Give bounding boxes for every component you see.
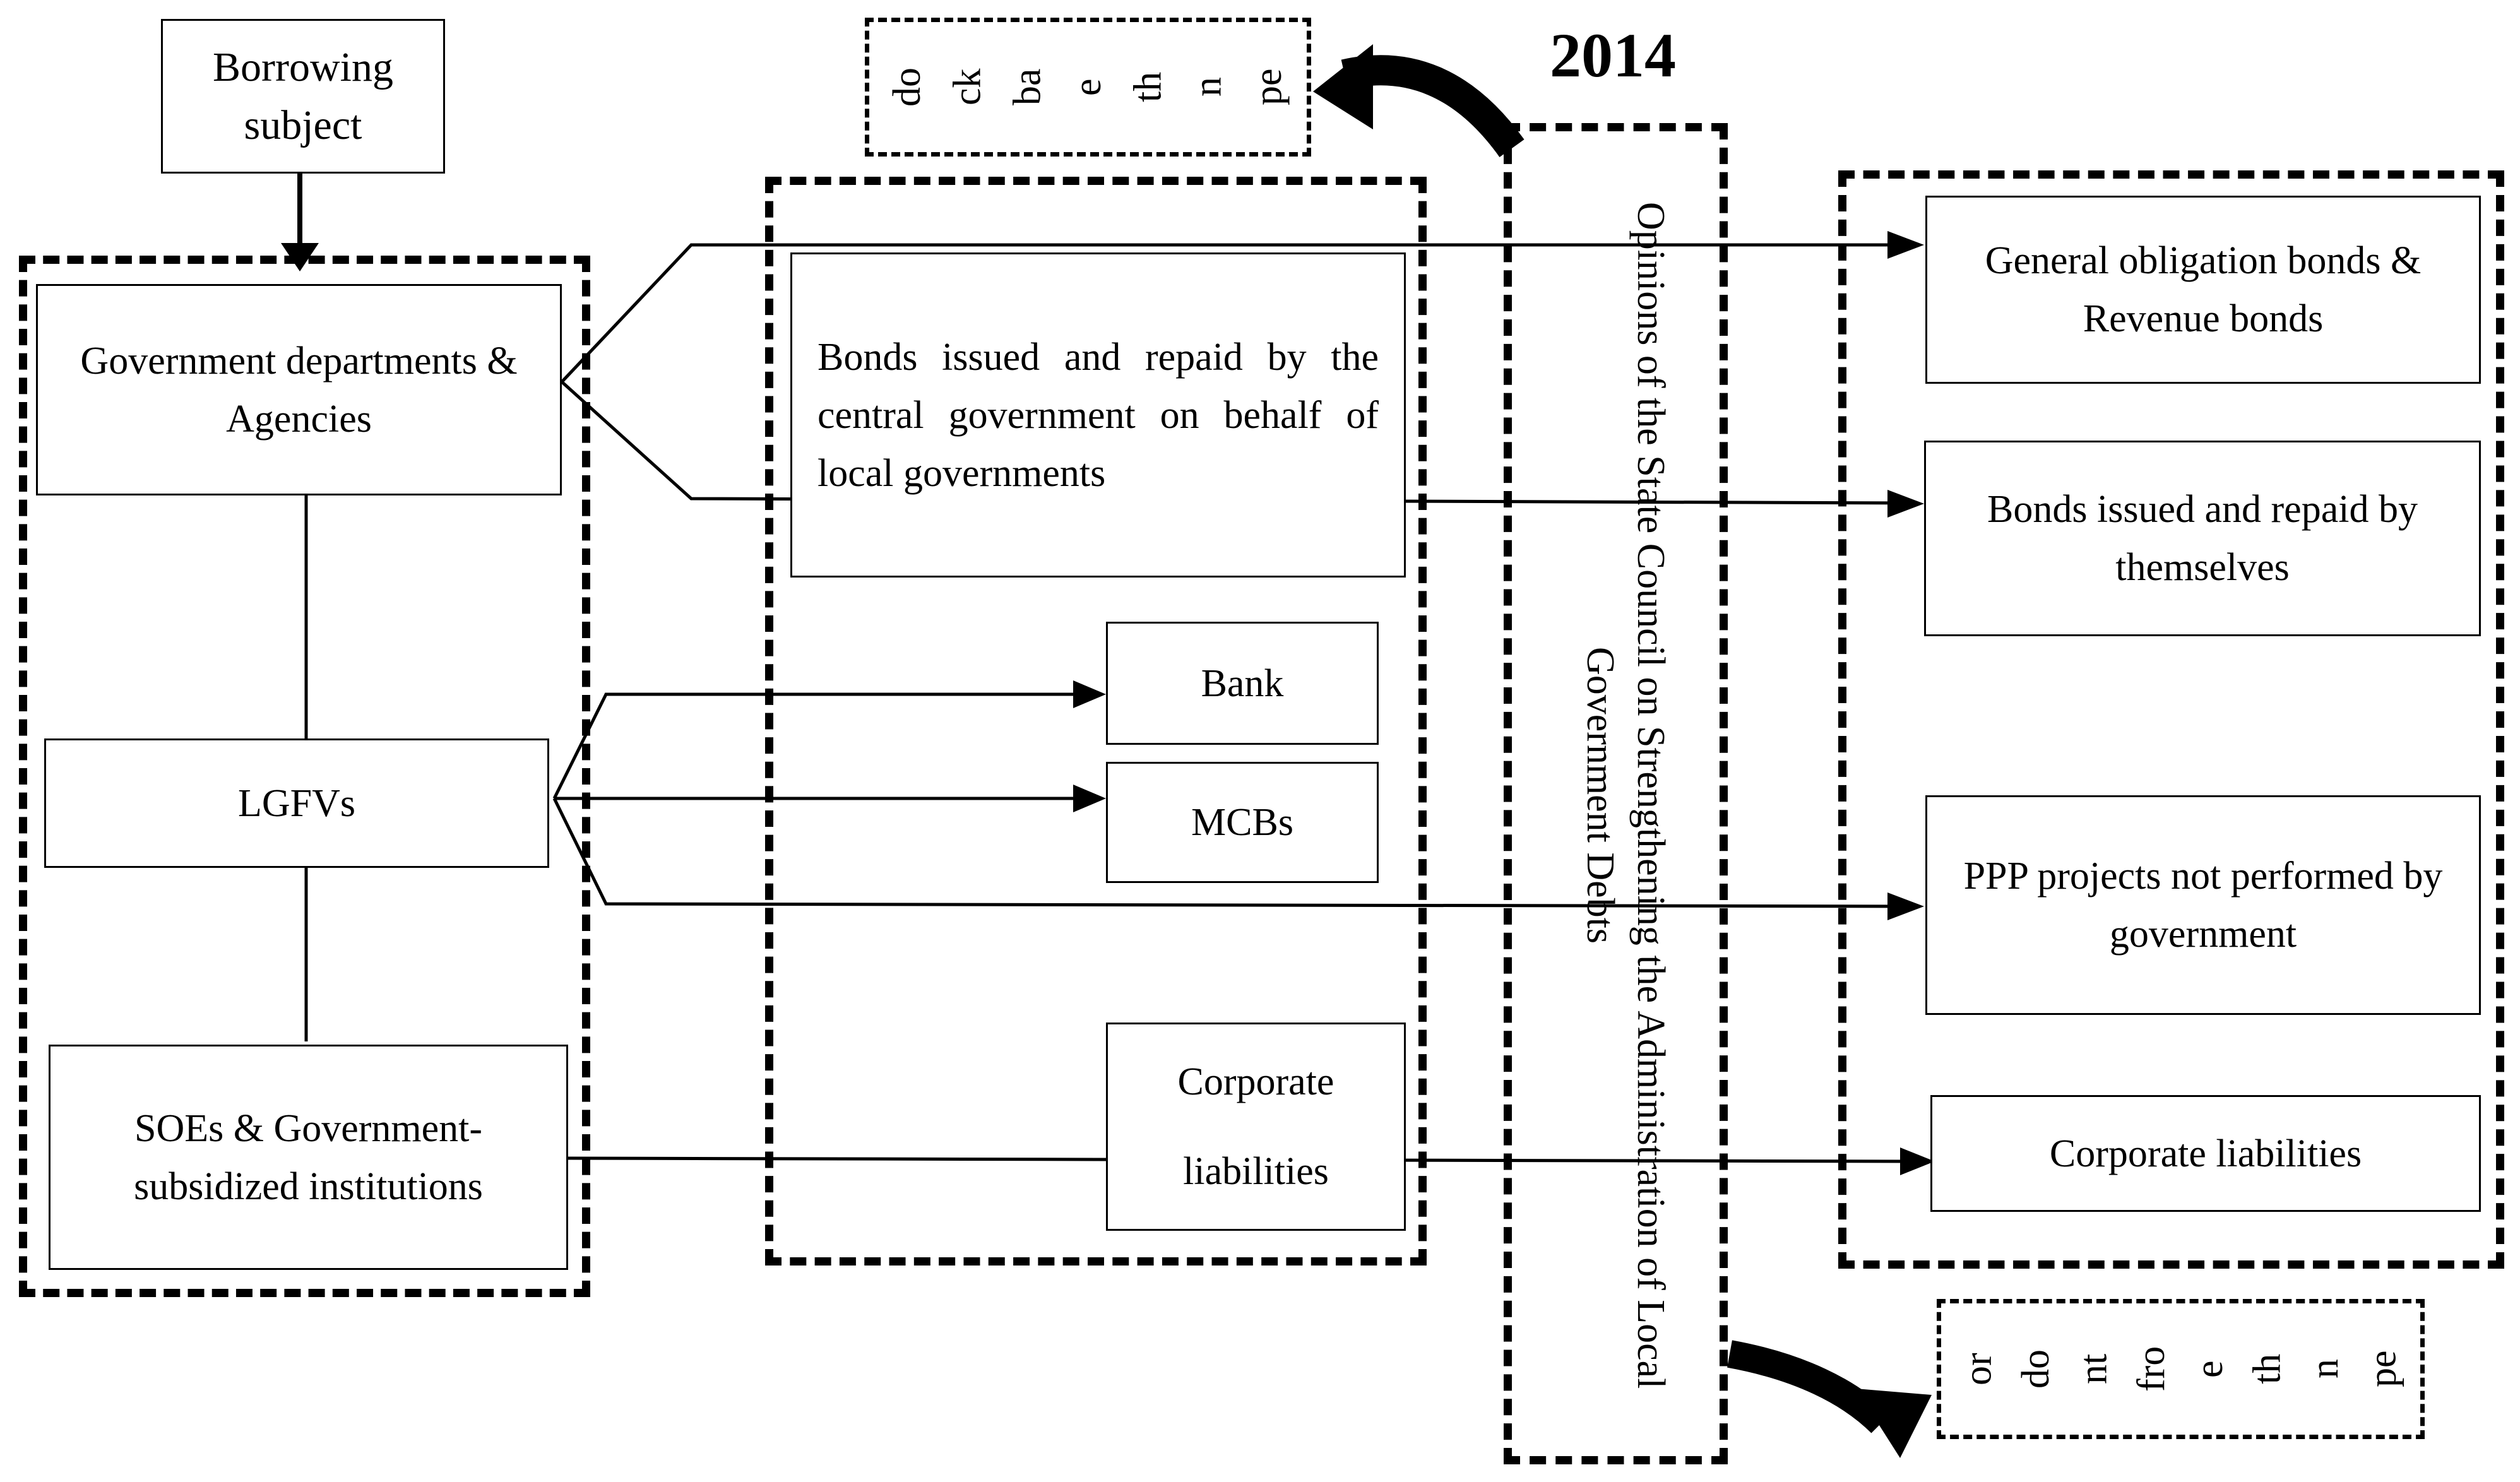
ppp-label: PPP projects not performed by government <box>1963 855 2443 956</box>
period-front-text: pe n th e fro nt do or <box>1949 1312 2412 1426</box>
corporate-right-box: Corporate liabilities <box>1930 1095 2481 1212</box>
borrowing-subject-label: Borrowing subject <box>213 44 393 148</box>
period-front-col: nt <box>2072 1353 2115 1385</box>
policy-dashed-border <box>1504 123 1728 1464</box>
right-group-dashed-border <box>1838 170 2504 1269</box>
period-back-col: pe <box>1246 68 1290 106</box>
arrowhead-ppp <box>1887 892 1924 920</box>
lgfvs-label: LGFVs <box>237 781 356 825</box>
corporate-middle-box: Corporate liabilities <box>1106 1023 1406 1231</box>
period-front-col: fro <box>2130 1346 2173 1392</box>
soes-label: SOEs & Government-subsidized institution… <box>134 1106 483 1208</box>
ppp-box: PPP projects not performed by government <box>1925 795 2481 1015</box>
middle-group-dashed-border <box>765 177 1427 1266</box>
period-front-col: do <box>2014 1349 2057 1389</box>
arrowhead-mcbs <box>1073 785 1106 812</box>
period-back-col: ck <box>946 68 989 106</box>
period-back-col: th <box>1126 71 1170 103</box>
gov-departments-label: Government departments & Agencies <box>80 339 518 441</box>
period-front-col: n <box>2303 1359 2347 1379</box>
period-back-col: n <box>1186 77 1230 97</box>
period-front-col: e <box>2187 1360 2231 1378</box>
bonds-central-box: Bonds issued and repaid by the central g… <box>790 252 1406 578</box>
left-group-dashed-border <box>19 256 590 1297</box>
arrowhead-bonds-self <box>1887 490 1924 518</box>
lgfvs-box: LGFVs <box>44 738 549 868</box>
period-front-box <box>1937 1299 2425 1439</box>
policy-text: Opinions of the State Council on Strengt… <box>1579 201 1672 1389</box>
bonds-self-box: Bonds issued and repaid by themselves <box>1924 441 2481 636</box>
soes-box: SOEs & Government-subsidized institution… <box>49 1045 568 1270</box>
bank-box: Bank <box>1106 622 1379 745</box>
period-back-col: do <box>886 68 929 107</box>
corporate-right-label: Corporate liabilities <box>2049 1132 2362 1175</box>
general-obligation-label: General obligation bonds & Revenue bonds <box>1985 239 2422 340</box>
corporate-middle-label-top: Corporate <box>1177 1060 1334 1103</box>
period-front-col: or <box>1956 1353 2000 1385</box>
borrowing-subject-box: Borrowing subject <box>161 19 445 174</box>
bonds-central-label: Bonds issued and repaid by the central g… <box>817 335 1379 495</box>
arrowhead-bank <box>1073 680 1106 708</box>
curved-arrow-front <box>1727 1340 1932 1458</box>
period-front-col: pe <box>2361 1350 2404 1388</box>
gov-departments-box: Government departments & Agencies <box>36 284 562 495</box>
period-front-col: th <box>2245 1353 2289 1385</box>
arrowhead-corporate <box>1900 1147 1935 1175</box>
period-back-box <box>865 18 1311 157</box>
mcbs-box: MCBs <box>1106 762 1379 883</box>
bank-label: Bank <box>1201 661 1284 705</box>
lgfv-branch-lines <box>552 692 1913 908</box>
period-back-col: e <box>1066 78 1110 96</box>
corporate-middle-label-bottom: liabilities <box>1183 1150 1329 1193</box>
arrowhead-general <box>1887 231 1924 259</box>
period-back-text: pe n th e ba ck do <box>877 30 1299 144</box>
curved-arrow-back <box>1313 44 1524 158</box>
general-obligation-box: General obligation bonds & Revenue bonds <box>1925 196 2481 384</box>
bonds-self-label: Bonds issued and repaid by themselves <box>1987 488 2418 589</box>
year-label: 2014 <box>1550 20 1676 90</box>
mcbs-label: MCBs <box>1191 801 1293 844</box>
period-back-col: ba <box>1006 68 1049 106</box>
